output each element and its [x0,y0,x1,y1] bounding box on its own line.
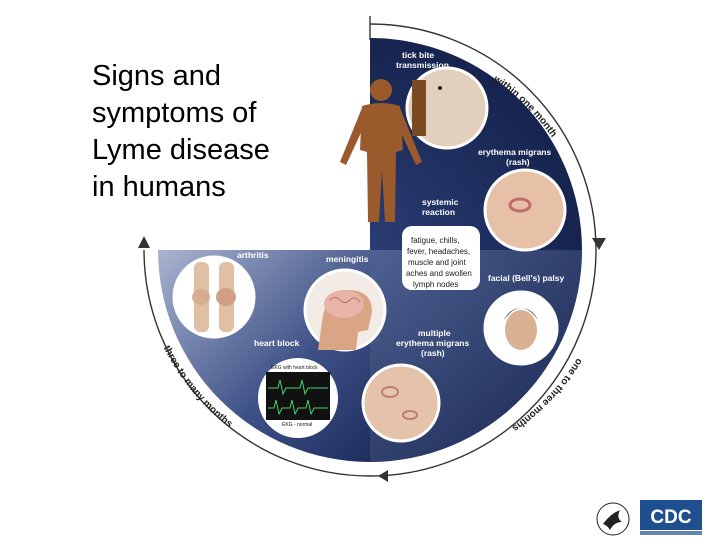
symptom-line-3: muscle and joint [408,258,467,267]
symptoms-box [402,226,480,290]
label-tick-bite: tick bite [402,50,434,60]
arthritis-image [172,255,256,339]
arc-one-to-three-months [369,249,597,477]
label-erythema-migrans: erythema migrans [478,147,551,157]
title-line-3: Lyme disease [92,134,270,166]
arrow-head-bottom [378,470,388,482]
symptom-line-4: aches and swollen [406,269,472,278]
title-line-1: Signs and [92,60,221,92]
symptom-line-1: fatigue, chills, [411,236,459,245]
human-figure [340,79,422,222]
cdc-logo: CDC [640,500,702,538]
cdc-logo-text: CDC [650,507,691,528]
label-reaction: reaction [422,207,455,217]
label-heart-block: heart block [254,338,300,348]
label-arthritis: arthritis [237,250,269,260]
slide-title: Signs and symptoms of Lyme disease in hu… [92,58,322,206]
symptom-line-2: fever, headaches, [407,247,470,256]
label-ekg-heart-block: EKG with heart block [271,365,318,371]
arc-three-to-many-months [143,249,371,477]
multiple-em-image [361,363,441,443]
label-systemic: systemic [422,197,459,207]
arc-within-one-month [369,23,597,251]
hhs-logo [596,502,630,536]
tick-bite-image [405,66,489,150]
meningitis-image [303,268,387,352]
ekg-image [258,358,338,438]
erythema-migrans-image [483,168,567,252]
symptom-line-5: lymph nodes [413,280,458,289]
title-line-2: symptoms of [92,97,257,129]
label-multiple-em-rash: (rash) [421,348,445,358]
label-bells-palsy: facial (Bell's) palsy [488,273,564,283]
arrow-head-left [138,236,150,248]
label-multiple: multiple [418,328,451,338]
label-multiple-em: erythema migrans [396,338,469,348]
facial-palsy-image [483,290,559,366]
label-meningitis: meningitis [326,254,369,264]
label-transmission: transmission [396,60,449,70]
label-ekg-normal: EKG - normal [282,422,312,428]
title-line-4: in humans [92,171,226,203]
label-em-rash: (rash) [506,157,530,167]
arrow-head-right [592,238,606,250]
